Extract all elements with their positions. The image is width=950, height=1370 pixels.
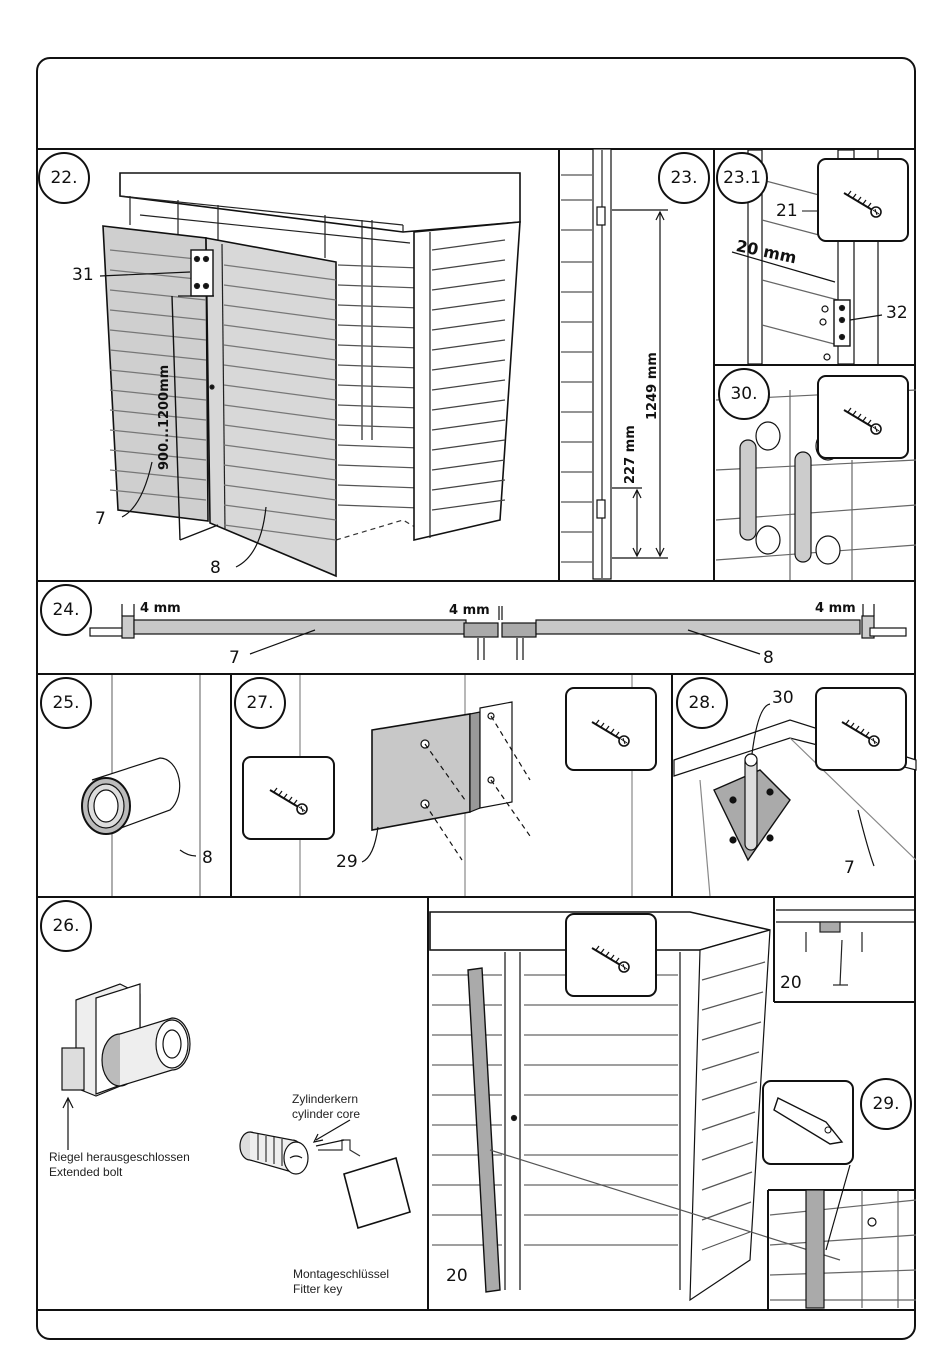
part-label-21: 21 [776,203,798,220]
caption-extended-bolt: Riegel herausgeschlossen Extended bolt [49,1150,190,1180]
part-label-8: 8 [210,560,221,577]
part-label-29: 29 [336,854,358,871]
step-30: 30. [718,368,770,420]
step-25: 25. [40,677,92,729]
step-22: 22. [38,152,90,204]
caption-key-de: Montageschlüssel [293,1267,389,1282]
screw-box-27-right [566,688,656,770]
part-label-32: 32 [886,305,908,322]
saw-box-29 [763,1081,853,1164]
panel-24-top-view [90,604,906,660]
step-24: 24. [40,584,92,636]
part-label-31: 31 [72,267,94,284]
screw-box-23-1 [802,159,908,241]
gap-right-4mm: 4 mm [815,602,856,615]
panel-25-cylinder-ring [82,675,200,896]
gap-middle-4mm: 4 mm [449,604,490,617]
caption-bolt-en: Extended bolt [49,1165,190,1180]
step-28: 28. [676,677,728,729]
dimension-1249mm: 1249 mm [646,352,659,420]
step-23: 23. [658,152,710,204]
step-27: 27. [234,677,286,729]
screw-box-29 [566,914,656,996]
caption-fitter-key: Montageschlüssel Fitter key [293,1267,389,1297]
step-29: 29. [860,1078,912,1130]
caption-core-en: cylinder core [292,1107,360,1122]
part-label-20-inset: 20 [780,975,802,992]
caption-core-de: Zylinderkern [292,1092,360,1107]
part-label-7-stop: 7 [844,860,855,877]
part-label-7: 7 [95,511,106,528]
gap-left-4mm: 4 mm [140,602,181,615]
caption-key-en: Fitter key [293,1282,389,1297]
part-label-7-top: 7 [229,650,240,667]
part-label-30: 30 [772,690,794,707]
step-26: 26. [40,900,92,952]
caption-bolt-de: Riegel herausgeschlossen [49,1150,190,1165]
screw-box-27-left [243,757,334,839]
part-label-20-bar: 20 [446,1268,468,1285]
panel-29-detail [770,1165,916,1308]
step-23-1: 23.1 [716,152,768,204]
part-label-8-top: 8 [763,650,774,667]
screw-box-30 [818,376,908,458]
caption-cylinder-core: Zylinderkern cylinder core [292,1092,360,1122]
part-label-8-ring: 8 [202,850,213,867]
height-range-label: 900...1200mm [158,365,171,470]
screw-box-28 [816,688,906,770]
dimension-227mm: 227 mm [624,425,637,484]
